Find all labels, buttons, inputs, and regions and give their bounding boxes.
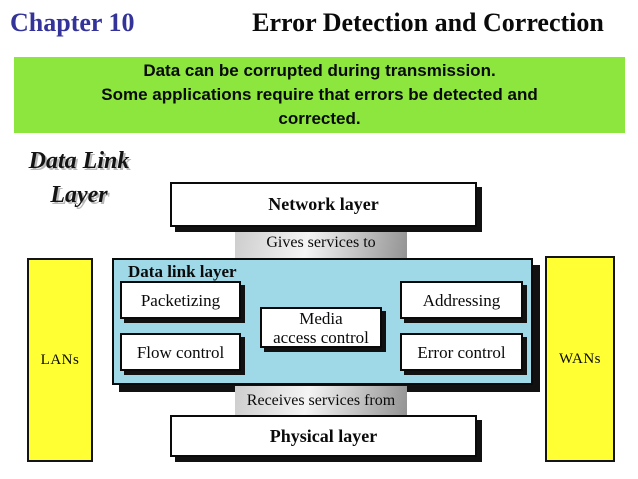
flow-control-box: Flow control (120, 333, 241, 371)
data-link-layer-label: Data link layer (128, 262, 237, 281)
lans-label: LANs (40, 351, 80, 368)
gives-services-box: Gives services to (235, 227, 407, 258)
note-banner: Data can be corrupted during transmissio… (14, 57, 625, 133)
addressing-label: Addressing (422, 290, 501, 310)
gives-services-label: Gives services to (266, 233, 376, 251)
packetizing-label: Packetizing (140, 290, 221, 310)
receives-services-label: Receives services from (246, 391, 396, 409)
section-heading-line-1: Data Link (28, 148, 130, 174)
media-access-control-label: Media access control (273, 309, 369, 347)
page-title: Error Detection and Correction (252, 8, 604, 37)
wans-label: WANs (559, 350, 601, 367)
flow-control-label: Flow control (136, 342, 225, 362)
network-layer-label: Network layer (268, 194, 379, 214)
addressing-box: Addressing (400, 281, 523, 319)
error-control-label: Error control (417, 342, 506, 362)
chapter-label: Chapter 10 (10, 8, 135, 37)
banner-line-3: corrected. (278, 109, 361, 128)
network-layer-box: Network layer (170, 182, 477, 227)
media-access-line-1: Media (299, 308, 343, 328)
error-control-box: Error control (400, 333, 523, 371)
physical-layer-label: Physical layer (269, 425, 378, 446)
banner-line-2: Some applications require that errors be… (101, 85, 538, 104)
receives-services-box: Receives services from (235, 386, 407, 415)
wans-box: WANs (545, 256, 615, 462)
section-heading-line-2: Layer (50, 182, 108, 208)
media-access-line-2: access control (273, 327, 369, 347)
media-access-control-box: Media access control (260, 307, 382, 348)
section-heading: Data Link Layer (6, 144, 152, 212)
packetizing-box: Packetizing (120, 281, 241, 319)
physical-layer-box: Physical layer (170, 415, 477, 457)
lans-box: LANs (27, 258, 93, 462)
banner-line-1: Data can be corrupted during transmissio… (143, 61, 496, 80)
